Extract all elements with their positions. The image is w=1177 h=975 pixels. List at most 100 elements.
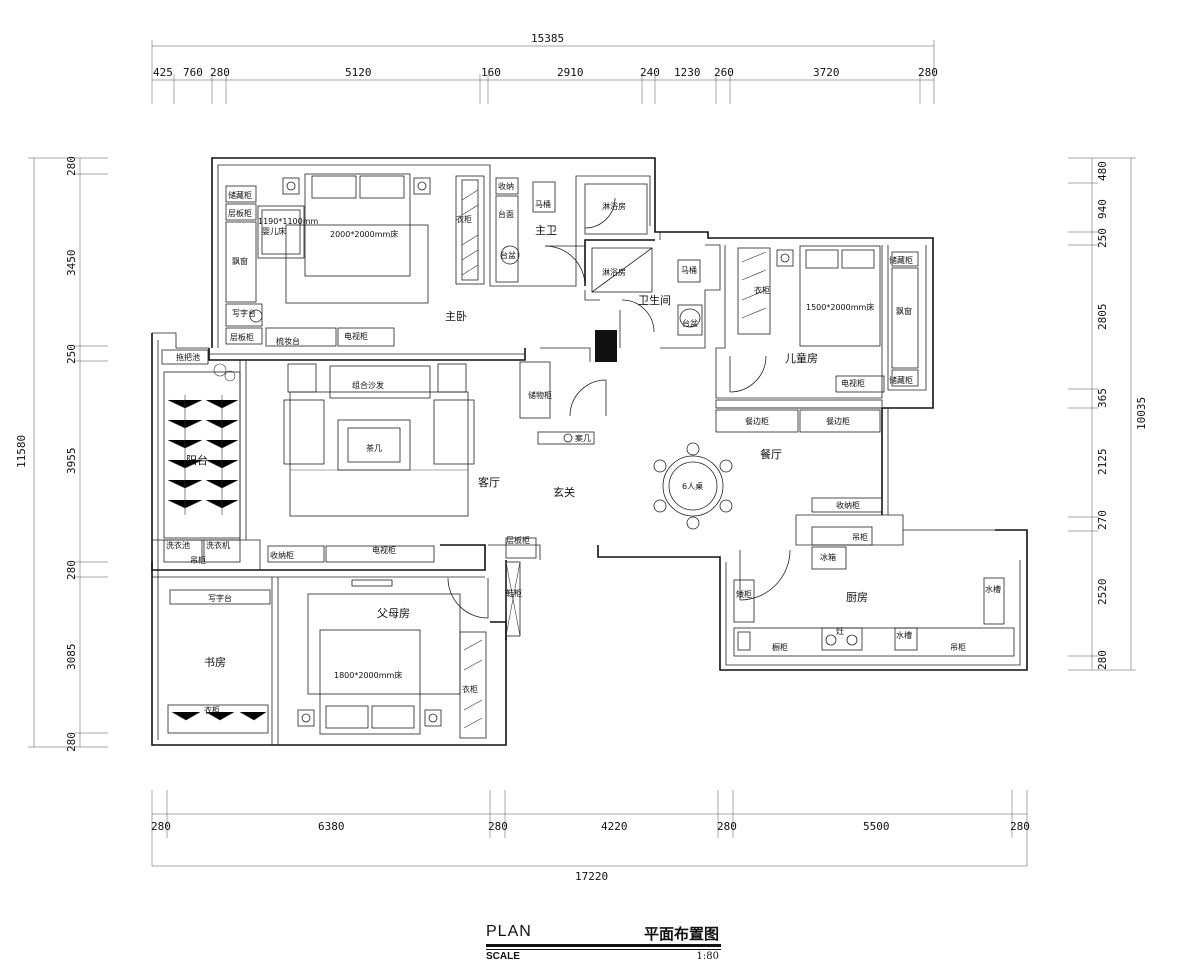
right-dimensions: 10035 480 940 250 2805 365 2125 270 2520…	[1068, 157, 1148, 671]
scale-value: 1:80	[696, 951, 719, 962]
room-names: 主卧 主卫 卫生间 儿童房 客厅 玄关 餐厅 阳台 书房 父母房 厨房	[186, 224, 868, 669]
label-crib: 1190*1100mm	[258, 217, 319, 226]
label-storage-cabinet-5: 收纳柜	[270, 550, 294, 560]
label-storage-cabinet-2: 储藏柜	[889, 255, 913, 265]
label-wardrobe-4: 衣柜	[462, 684, 478, 694]
room-kitchen: 厨房	[846, 591, 868, 604]
label-sink-2: 水槽	[896, 630, 912, 640]
dim-left-seg-1: 280	[65, 156, 78, 176]
label-basin-1: 台盆	[500, 250, 516, 260]
bottom-bedrooms-furniture	[167, 579, 487, 739]
title-bar	[486, 944, 721, 947]
column	[595, 330, 617, 362]
label-hanging-cabinet-3: 吊柜	[950, 642, 966, 652]
kids-room-furniture	[737, 245, 919, 393]
scale-label: SCALE	[486, 951, 520, 962]
dim-left-seg-3: 250	[65, 344, 78, 364]
top-dimensions: 15385 425 760 280 5120 160 2910 240 1230…	[151, 32, 938, 104]
dim-bottom-seg-2: 6380	[318, 820, 345, 833]
left-dimensions: 11580 280 3450 250 3955 280 3085 280	[15, 156, 108, 752]
living-room-furniture	[267, 361, 595, 637]
dim-top-seg-4: 5120	[345, 66, 372, 79]
label-storage-cabinet-4: 收纳柜	[836, 500, 860, 510]
master-bedroom-furniture	[225, 173, 485, 347]
label-side-table: 案几	[575, 433, 591, 443]
label-bed-master: 2000*2000mm床	[330, 229, 398, 239]
dim-left-seg-5: 280	[65, 560, 78, 580]
dim-top-total: 15385	[531, 32, 564, 45]
dim-right-total: 10035	[1135, 397, 1148, 430]
title-block: PLAN 平面布置图 SCALE 1:80	[486, 923, 721, 965]
label-storage-cabinet-1: 储藏柜	[228, 190, 252, 200]
room-master-bedroom: 主卧	[445, 310, 467, 323]
label-shelf-cabinet-1: 层板柜	[228, 208, 252, 218]
label-toilet-1: 马桶	[535, 199, 551, 209]
label-desk-2: 写字台	[208, 593, 232, 603]
label-fridge: 冰箱	[820, 552, 836, 562]
title-cn: 平面布置图	[643, 925, 719, 943]
dim-bottom-seg-1: 280	[151, 820, 171, 833]
label-sink: 水槽	[985, 584, 1001, 594]
kitchen-fixtures	[733, 526, 1015, 657]
room-foyer: 玄关	[553, 485, 575, 499]
label-hanging-cabinet-1: 吊柜	[190, 555, 206, 565]
label-tv-cabinet-1: 电视柜	[344, 331, 368, 341]
dim-top-seg-6: 2910	[557, 66, 584, 79]
dim-top-seg-10: 3720	[813, 66, 840, 79]
label-coffee-table: 茶几	[366, 443, 382, 453]
label-storage-shelf: 储物柜	[528, 390, 552, 400]
dining-furniture	[653, 399, 883, 530]
dim-top-seg-7: 240	[640, 66, 660, 79]
dim-right-seg-3: 250	[1096, 228, 1109, 248]
walls	[151, 157, 1028, 746]
label-bay-window-1: 飘窗	[232, 256, 248, 266]
label-toilet-2: 马桶	[681, 265, 697, 275]
room-bathroom: 卫生间	[638, 293, 671, 307]
room-kids: 儿童房	[785, 351, 818, 365]
dim-top-seg-3: 280	[210, 66, 230, 79]
label-sofa: 组合沙发	[352, 380, 384, 390]
room-master-bath: 主卫	[535, 224, 557, 237]
furniture-labels: 储藏柜 层板柜 1190*1100mm 婴儿床 飘窗 写字台 层板柜 梳妆台 电…	[166, 181, 1001, 715]
label-wardrobe-3: 衣柜	[204, 705, 220, 715]
dim-left-total: 11580	[15, 435, 28, 468]
dim-right-seg-9: 280	[1096, 650, 1109, 670]
label-washer: 洗衣机	[206, 540, 230, 550]
label-bed-kids: 1500*2000mm床	[806, 302, 874, 312]
dim-right-seg-1: 480	[1096, 161, 1109, 181]
master-bath-fixtures	[495, 177, 703, 336]
dim-left-seg-6: 3085	[65, 644, 78, 671]
title-plan: PLAN	[486, 923, 532, 940]
title-bar-thin	[486, 949, 721, 950]
dim-top-seg-8: 1230	[674, 66, 701, 79]
label-wardrobe-1: 衣柜	[456, 214, 472, 224]
label-sideboard-1: 餐边柜	[745, 416, 769, 426]
room-dining: 餐厅	[760, 447, 782, 461]
label-counter: 台面	[498, 209, 514, 219]
label-mop-pool: 拖把池	[176, 352, 200, 362]
room-living: 客厅	[478, 475, 500, 489]
doors	[447, 197, 791, 619]
label-tv-cabinet-3: 电视柜	[372, 545, 396, 555]
dim-bottom-seg-5: 280	[717, 820, 737, 833]
dim-right-seg-7: 270	[1096, 510, 1109, 530]
label-desk-1: 写字台	[232, 308, 256, 318]
dim-right-seg-5: 365	[1096, 388, 1109, 408]
dim-top-seg-1: 425	[153, 66, 173, 79]
bottom-dimensions: 280 6380 280 4220 280 5500 280 17220	[151, 790, 1030, 883]
dim-right-seg-2: 940	[1096, 199, 1109, 219]
dim-right-seg-8: 2520	[1096, 579, 1109, 606]
label-sideboard-2: 餐边柜	[826, 416, 850, 426]
label-basin-2: 台盆	[682, 318, 698, 328]
label-broom-cabinet: 矮柜	[736, 589, 752, 599]
dim-left-seg-2: 3450	[65, 250, 78, 277]
room-parents: 父母房	[377, 607, 410, 620]
dim-bottom-seg-6: 5500	[863, 820, 890, 833]
dim-top-seg-11: 280	[918, 66, 938, 79]
label-crib-name: 婴儿床	[262, 226, 286, 236]
label-storage-cabinet-3: 储藏柜	[889, 375, 913, 385]
label-hanging-cabinet-2: 吊柜	[852, 532, 868, 542]
dim-right-seg-6: 2125	[1096, 449, 1109, 476]
balcony-fixtures	[161, 349, 241, 563]
dim-left-seg-4: 3955	[65, 448, 78, 475]
